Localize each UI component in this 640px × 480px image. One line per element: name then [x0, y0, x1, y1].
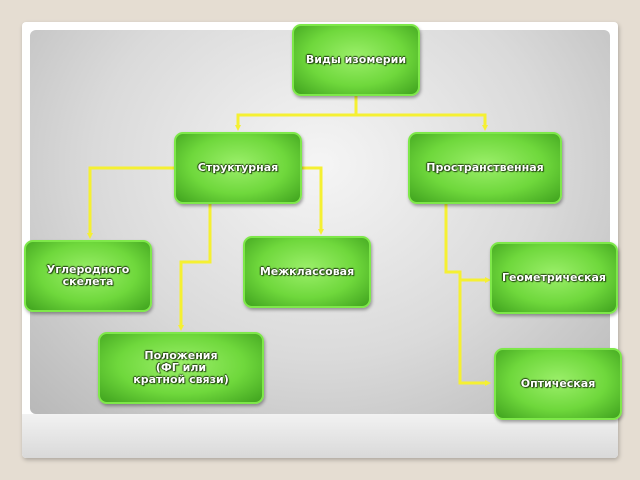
node-isomerism-types-label: Виды изомерии: [305, 53, 407, 66]
node-geometric-label: Геометрическая: [502, 271, 606, 284]
node-spatial: Пространственная: [408, 132, 562, 204]
node-interclass-label: Межклассовая: [259, 265, 355, 278]
slide-footer: [22, 414, 618, 458]
node-carbon-skeleton: Углеродного скелета: [24, 240, 152, 312]
node-geometric: Геометрическая: [490, 242, 618, 314]
node-spatial-label: Пространственная: [426, 161, 544, 174]
node-carbon-skeleton-label: Углеродного скелета: [46, 263, 130, 288]
node-position: Положения (ФГ или кратной связи): [98, 332, 264, 404]
node-optical-label: Оптическая: [520, 377, 596, 390]
node-isomerism-types: Виды изомерии: [292, 24, 420, 96]
node-optical: Оптическая: [494, 348, 622, 420]
node-structural: Структурная: [174, 132, 302, 204]
node-structural-label: Структурная: [197, 161, 279, 174]
node-position-label: Положения (ФГ или кратной связи): [133, 349, 229, 386]
node-interclass: Межклассовая: [243, 236, 371, 308]
